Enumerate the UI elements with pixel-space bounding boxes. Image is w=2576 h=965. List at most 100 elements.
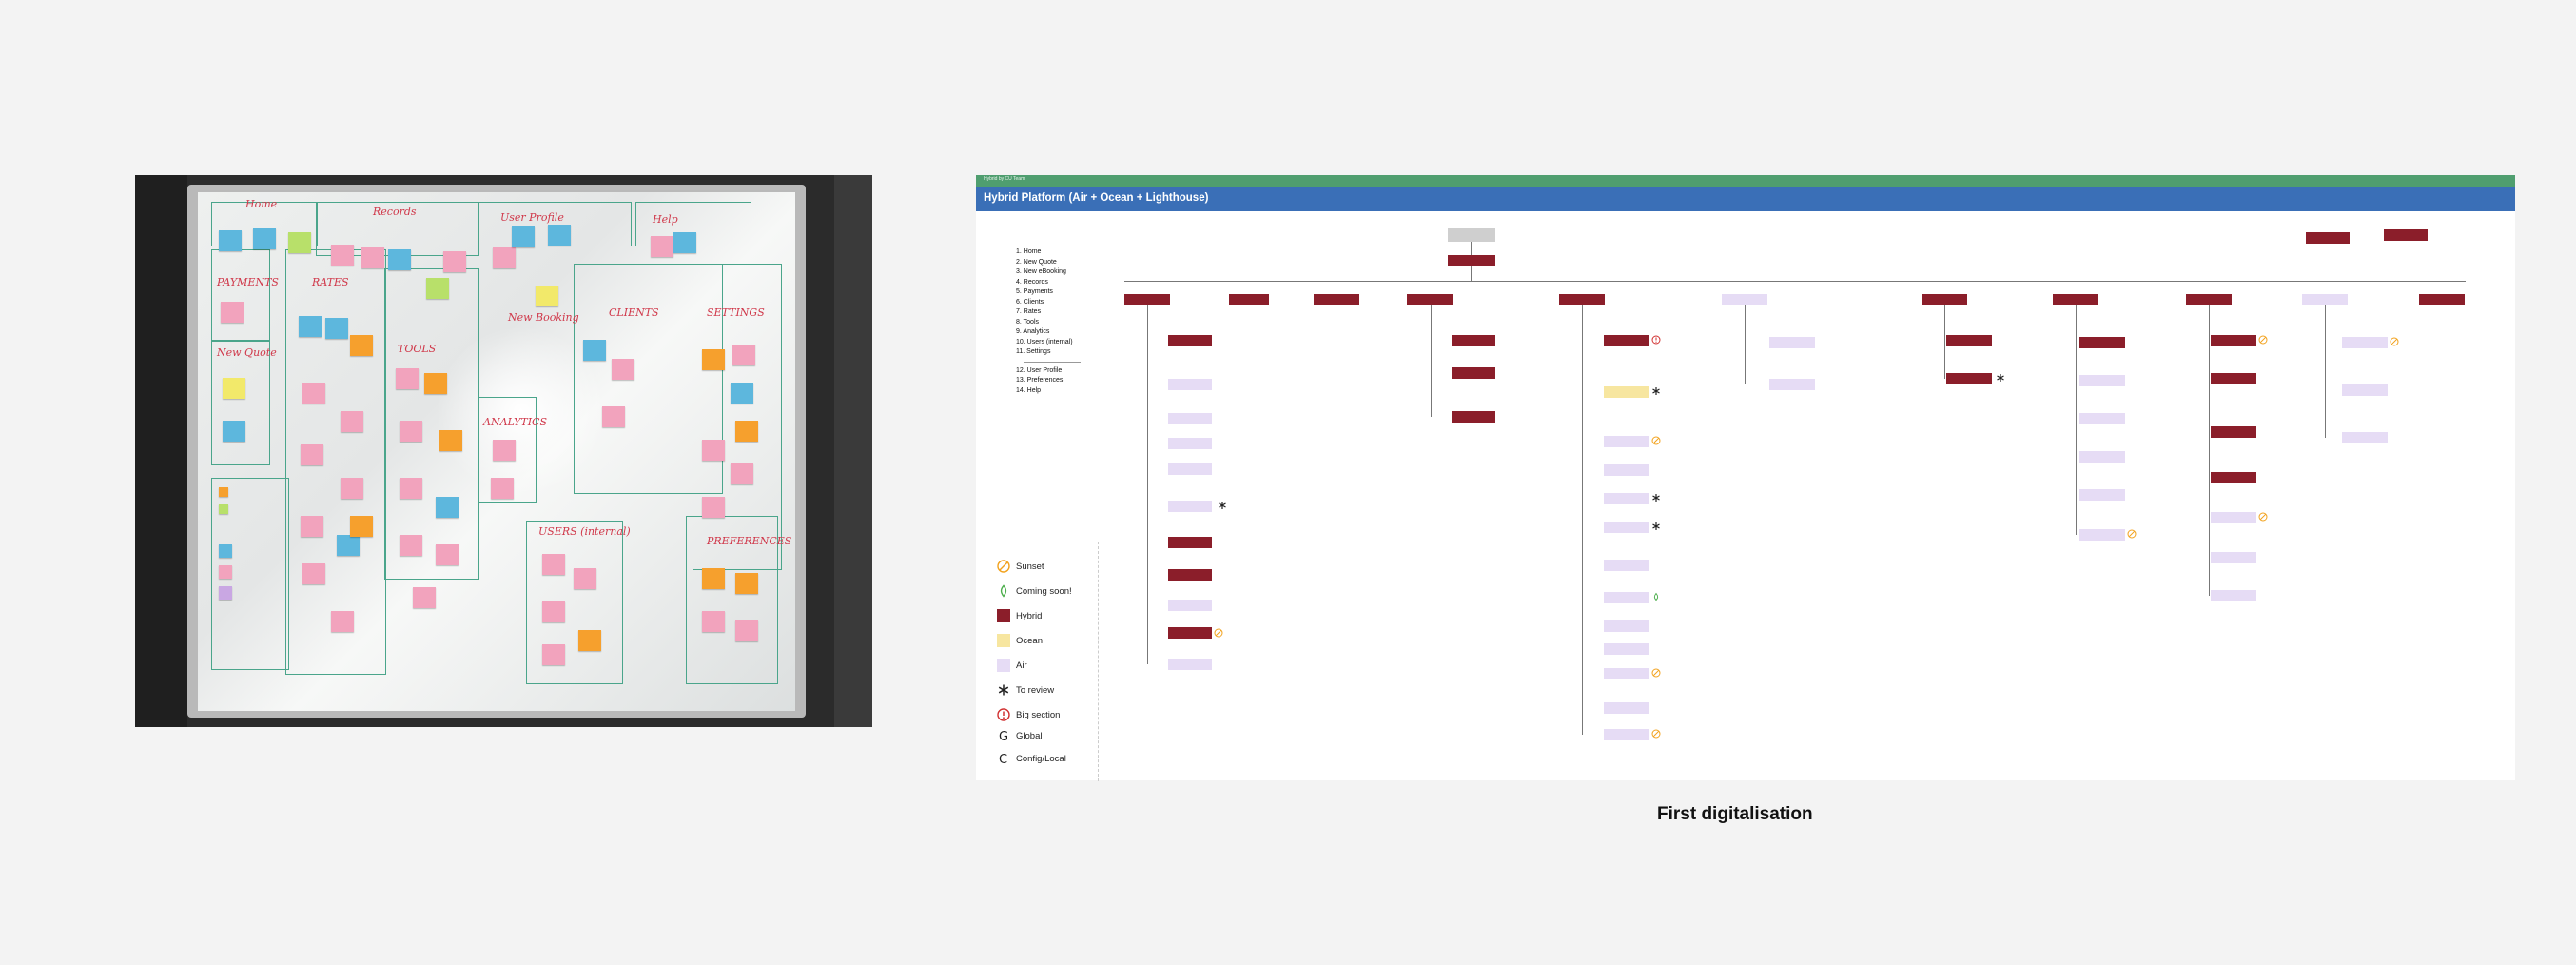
child-node bbox=[1168, 659, 1212, 670]
section-list-divider bbox=[1024, 361, 1081, 363]
sunset-icon bbox=[1214, 628, 1223, 638]
child-node bbox=[1946, 335, 1992, 346]
hw-payments: PAYMENTS bbox=[217, 276, 279, 288]
connector bbox=[1745, 305, 1746, 384]
records-node bbox=[1407, 294, 1453, 305]
panel-title: Hybrid Platform (Air + Ocean + Lighthous… bbox=[984, 192, 1209, 204]
child-node bbox=[1604, 493, 1649, 504]
sticky-note bbox=[219, 544, 232, 558]
child-node bbox=[1769, 337, 1815, 348]
legend-label: Air bbox=[1016, 660, 1027, 671]
panel-title-bar: Hybrid Platform (Air + Ocean + Lighthous… bbox=[976, 187, 2515, 211]
rates-node bbox=[1124, 294, 1170, 305]
section-list-item: 2. New Quote bbox=[1016, 258, 1057, 266]
sticky-note bbox=[221, 302, 244, 323]
section-list-item: 14. Help bbox=[1016, 386, 1042, 394]
sticky-note bbox=[735, 421, 758, 442]
sticky-note bbox=[536, 286, 558, 306]
legend-label: Coming soon! bbox=[1016, 586, 1072, 597]
user-profile-node bbox=[2306, 232, 2350, 244]
hw-rates: RATES bbox=[312, 276, 349, 288]
legend-label: Ocean bbox=[1016, 636, 1043, 646]
hw-preferences: PREFERENCES bbox=[707, 535, 792, 547]
home-node bbox=[1448, 255, 1495, 266]
sunset-icon bbox=[2390, 337, 2399, 346]
sticky-note bbox=[735, 620, 758, 641]
sticky-note bbox=[219, 487, 228, 497]
new-ebooking-node bbox=[1314, 294, 1359, 305]
child-node bbox=[1604, 522, 1649, 533]
sticky-note bbox=[388, 249, 411, 270]
child-node bbox=[1168, 379, 1212, 390]
child-node bbox=[2211, 512, 2256, 523]
child-node bbox=[2211, 590, 2256, 601]
connector bbox=[1124, 281, 2466, 282]
zone-user-profile bbox=[478, 202, 632, 246]
asterisk-icon bbox=[1652, 494, 1660, 502]
child-node bbox=[1604, 702, 1649, 714]
section-list-item: 9. Analytics bbox=[1016, 328, 1050, 335]
help-node bbox=[2384, 229, 2428, 241]
global-letter-icon: G bbox=[999, 730, 1008, 742]
zone-clients bbox=[574, 264, 723, 494]
child-node bbox=[1946, 373, 1992, 384]
zone-new-quote bbox=[211, 340, 270, 465]
legend-label: Config/Local bbox=[1016, 754, 1066, 764]
connector bbox=[1944, 305, 1945, 379]
sticky-note bbox=[219, 586, 232, 600]
users-internal-node bbox=[2053, 294, 2098, 305]
child-node bbox=[2342, 337, 2388, 348]
coming-soon-icon bbox=[1653, 592, 1659, 601]
sticky-note bbox=[493, 440, 516, 461]
sticky-note bbox=[491, 478, 514, 499]
svg-text:C: C bbox=[999, 753, 1007, 765]
sticky-note bbox=[350, 335, 373, 356]
panel-banner-text: Hybrid by CU Team bbox=[984, 176, 1025, 182]
svg-text:G: G bbox=[999, 730, 1008, 742]
sticky-note bbox=[673, 232, 696, 253]
child-node bbox=[2211, 335, 2256, 346]
analytics-node bbox=[1722, 294, 1767, 305]
sticky-note bbox=[651, 236, 673, 257]
hw-home: Home bbox=[245, 198, 278, 210]
photo-wall-right bbox=[834, 175, 872, 727]
hw-help: Help bbox=[653, 213, 678, 226]
sunset-icon bbox=[2258, 335, 2268, 345]
tools-node bbox=[1559, 294, 1605, 305]
sticky-note bbox=[583, 340, 606, 361]
hw-new-quote: New Quote bbox=[217, 346, 277, 359]
child-node bbox=[2342, 432, 2388, 443]
connector bbox=[1431, 305, 1432, 417]
sticky-note bbox=[512, 226, 535, 247]
sticky-note bbox=[219, 565, 232, 579]
child-node bbox=[2079, 451, 2125, 463]
sticky-note bbox=[253, 228, 276, 249]
child-node bbox=[2079, 375, 2125, 386]
asterisk-icon bbox=[1652, 387, 1660, 395]
payments-node bbox=[2419, 294, 2465, 305]
zone-payments bbox=[211, 249, 270, 342]
connector bbox=[2076, 305, 2077, 535]
child-node bbox=[1604, 335, 1649, 346]
sticky-note bbox=[331, 245, 354, 266]
sticky-note bbox=[413, 587, 436, 608]
zone-tools bbox=[384, 268, 479, 580]
legend-label: To review bbox=[1016, 685, 1055, 696]
child-node bbox=[1168, 335, 1212, 346]
child-node bbox=[2211, 472, 2256, 483]
whiteboard-photo: Home Records User Profile Help PAYMENTS … bbox=[135, 175, 872, 727]
sticky-note bbox=[325, 318, 348, 339]
exclamation-icon bbox=[997, 708, 1010, 721]
config-letter-icon: C bbox=[999, 753, 1007, 765]
section-list-item: 5. Payments bbox=[1016, 288, 1053, 295]
asterisk-icon bbox=[1219, 502, 1226, 509]
child-node bbox=[1604, 620, 1649, 632]
hw-user-profile: User Profile bbox=[500, 211, 564, 224]
section-list-item: 11. Settings bbox=[1016, 348, 1051, 355]
sticky-note bbox=[350, 516, 373, 537]
zone-legend bbox=[211, 478, 289, 670]
sticky-note bbox=[542, 601, 565, 622]
sticky-note bbox=[732, 345, 755, 365]
child-node bbox=[1604, 464, 1649, 476]
child-node bbox=[1769, 379, 1815, 390]
